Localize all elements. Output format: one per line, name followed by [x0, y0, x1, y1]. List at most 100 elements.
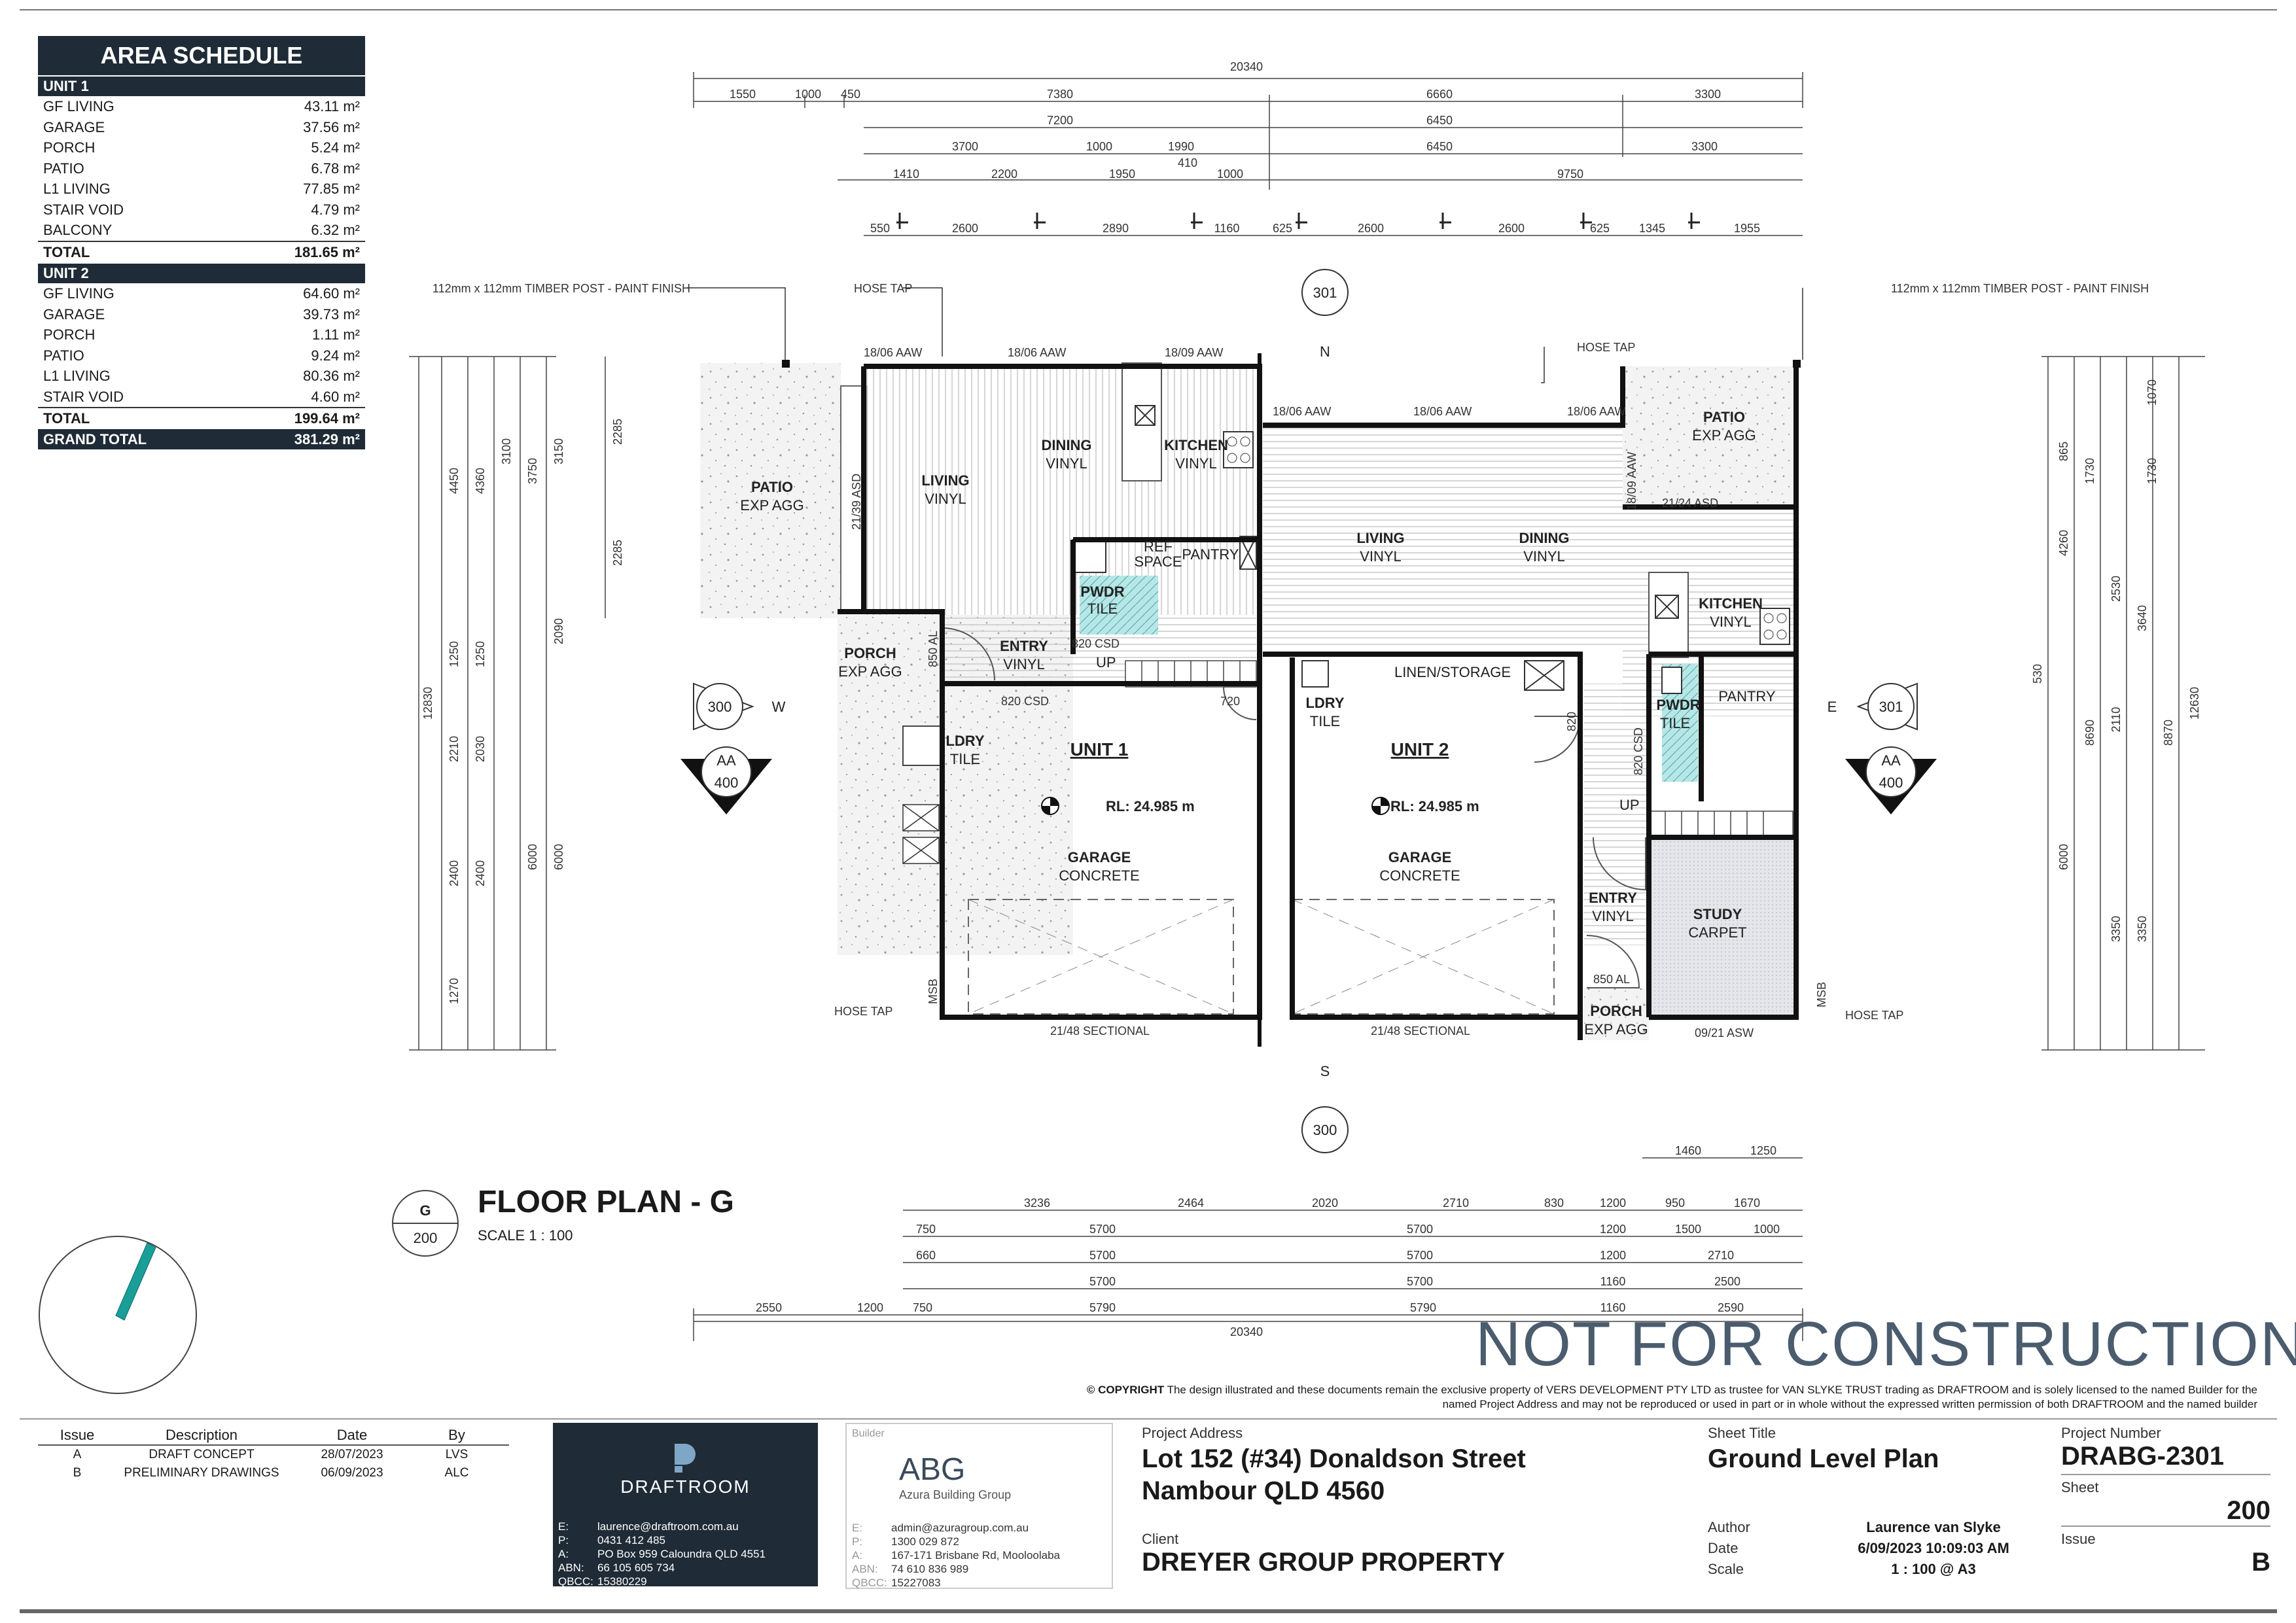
- label-garage1: GARAGE: [1068, 849, 1131, 865]
- dim-top-34: 2600: [1358, 222, 1384, 235]
- dim-left-19: 6000: [552, 844, 565, 870]
- dim-top-33: 625: [1273, 222, 1292, 235]
- label-patio2: PATIO: [1703, 409, 1745, 425]
- dim-right-9: 530: [2031, 664, 2044, 684]
- unit1-plan: [700, 353, 1262, 1047]
- dim-top-0: 20340: [1230, 60, 1263, 73]
- dim-top-2: 1000: [795, 88, 821, 101]
- issue-description: PRELIMINARY DRAWINGS: [124, 1466, 279, 1480]
- dim-top-30: 2600: [952, 222, 978, 235]
- dim-bot-16: 5700: [1407, 1249, 1433, 1262]
- area-row-name: BALCONY: [43, 222, 113, 238]
- unit1-laundry-tub: [902, 725, 943, 766]
- unit2-laundry-tub: [1301, 660, 1329, 688]
- dim-left-18: 6000: [526, 844, 539, 870]
- note-post-right: 112mm x 112mm TIMBER POST - PAINT FINISH: [1891, 282, 2149, 295]
- dim-right-0: 1070: [2146, 379, 2159, 406]
- note-window-2: 18/06 AAW: [1008, 346, 1066, 359]
- issue-by: ALC: [444, 1466, 469, 1480]
- drawing-title: FLOOR PLAN - G: [478, 1185, 734, 1219]
- south-marker: [1301, 1106, 1349, 1153]
- label-pwdr2: PWDR: [1656, 697, 1700, 713]
- grand-total-label: GRAND TOTAL: [43, 430, 147, 447]
- dim-top-26: 410: [1178, 156, 1197, 169]
- dim-bot-32: 1250: [1750, 1144, 1776, 1157]
- label-living1-finish: VINYL: [925, 491, 966, 507]
- label-ldry1-finish: TILE: [950, 751, 980, 767]
- dim-left-4: 3750: [526, 458, 539, 484]
- builder-caption: Builder: [852, 1428, 885, 1439]
- dim-bot-19: 5700: [1089, 1275, 1116, 1288]
- draftroom-contact: E:laurence@draftroom.com.au P:0431 412 4…: [558, 1520, 813, 1588]
- abg-qbcc: 15227083: [891, 1577, 941, 1589]
- area-row-value: 39.73 m²: [303, 305, 360, 323]
- area-row-name: PATIO: [43, 347, 84, 364]
- dim-left-9: 1250: [474, 641, 487, 667]
- scale-value: 1 : 100 @ A3: [1891, 1561, 1976, 1577]
- label-porch2: PORCH: [1590, 1003, 1642, 1019]
- area-row-value: 1.11 m²: [312, 326, 360, 343]
- unit2-plan: [1263, 366, 1799, 1040]
- note-hose-tap-3: HOSE TAP: [834, 1005, 892, 1018]
- note-al-2: 850 AL: [1593, 973, 1630, 986]
- project-number-caption: Project Number: [2061, 1425, 2161, 1441]
- note-window-3: 18/09 AAW: [1165, 346, 1223, 359]
- dimensions-bottom: [693, 1157, 1803, 1341]
- dimension-labels-left: 12830 4450 4360 3100 3750 3150 2285 2285…: [421, 419, 624, 1004]
- unit2-total-label: TOTAL: [43, 410, 90, 427]
- dim-top-25: 1950: [1109, 167, 1135, 181]
- label-pantry1: PANTRY: [1182, 546, 1239, 563]
- area-schedule-title: AREA SCHEDULE: [38, 36, 365, 75]
- label-entry2: ENTRY: [1589, 890, 1637, 906]
- drawing-scale: SCALE 1 : 100: [478, 1227, 573, 1244]
- label-dining1: DINING: [1042, 437, 1092, 453]
- datum-symbols: [1041, 797, 1390, 815]
- dim-bot-0: 3236: [1024, 1196, 1050, 1210]
- bottom-border: [20, 1609, 2277, 1613]
- top-border: [20, 9, 2277, 10]
- area-row-name: L1 LIVING: [43, 181, 111, 197]
- label-linen2: LINEN/STORAGE: [1394, 664, 1511, 680]
- abg-key: P:: [852, 1535, 863, 1548]
- area-row-value: 4.60 m²: [311, 388, 360, 405]
- label-unit2: UNIT 2: [1391, 739, 1449, 759]
- area-row-name: PATIO: [43, 160, 84, 177]
- dim-top-37: 1345: [1639, 222, 1665, 235]
- dim-right-8: 12630: [2188, 687, 2201, 720]
- label-living1: LIVING: [921, 472, 969, 489]
- issue-letter: A: [73, 1448, 82, 1461]
- dim-bot-21: 1160: [1600, 1275, 1626, 1288]
- east-num: 301: [1879, 699, 1903, 715]
- dim-top-4: 7380: [1047, 88, 1073, 101]
- note-msb-1: MSB: [927, 979, 940, 1004]
- dim-bot-30: 20340: [1230, 1325, 1263, 1338]
- dim-right-4: 1730: [2146, 458, 2159, 484]
- area-row-name: STAIR VOID: [43, 201, 124, 218]
- copyright-text: The design illustrated and these documen…: [1164, 1384, 2257, 1410]
- issues-header-issue: Issue: [60, 1427, 95, 1443]
- north-point: [39, 1236, 197, 1394]
- dr-abn: 66 105 605 734: [597, 1562, 675, 1574]
- dr-address: PO Box 959 Caloundra QLD 4551: [597, 1548, 766, 1560]
- abg-abn: 74 610 836 989: [891, 1563, 969, 1575]
- note-up-1: UP: [1096, 654, 1116, 671]
- dim-bot-12: 1500: [1675, 1223, 1701, 1236]
- dim-bot-3: 2710: [1443, 1196, 1469, 1210]
- label-kitchen1: KITCHEN: [1164, 437, 1228, 453]
- dim-top-38: 1955: [1734, 222, 1760, 235]
- dim-bot-20: 5700: [1407, 1275, 1433, 1288]
- note-al-1: 850 AL: [927, 631, 940, 667]
- area-row-value: 37.56 m²: [303, 118, 360, 135]
- label-ldry2-finish: TILE: [1310, 713, 1340, 729]
- note-asw: 09/21 ASW: [1695, 1026, 1754, 1039]
- builder-panel: Builder ABG Azura Building Group E:admin…: [845, 1423, 1113, 1589]
- dim-right-12: 8690: [2083, 720, 2096, 746]
- dr-key: P:: [558, 1534, 569, 1546]
- abg-key: A:: [852, 1549, 863, 1562]
